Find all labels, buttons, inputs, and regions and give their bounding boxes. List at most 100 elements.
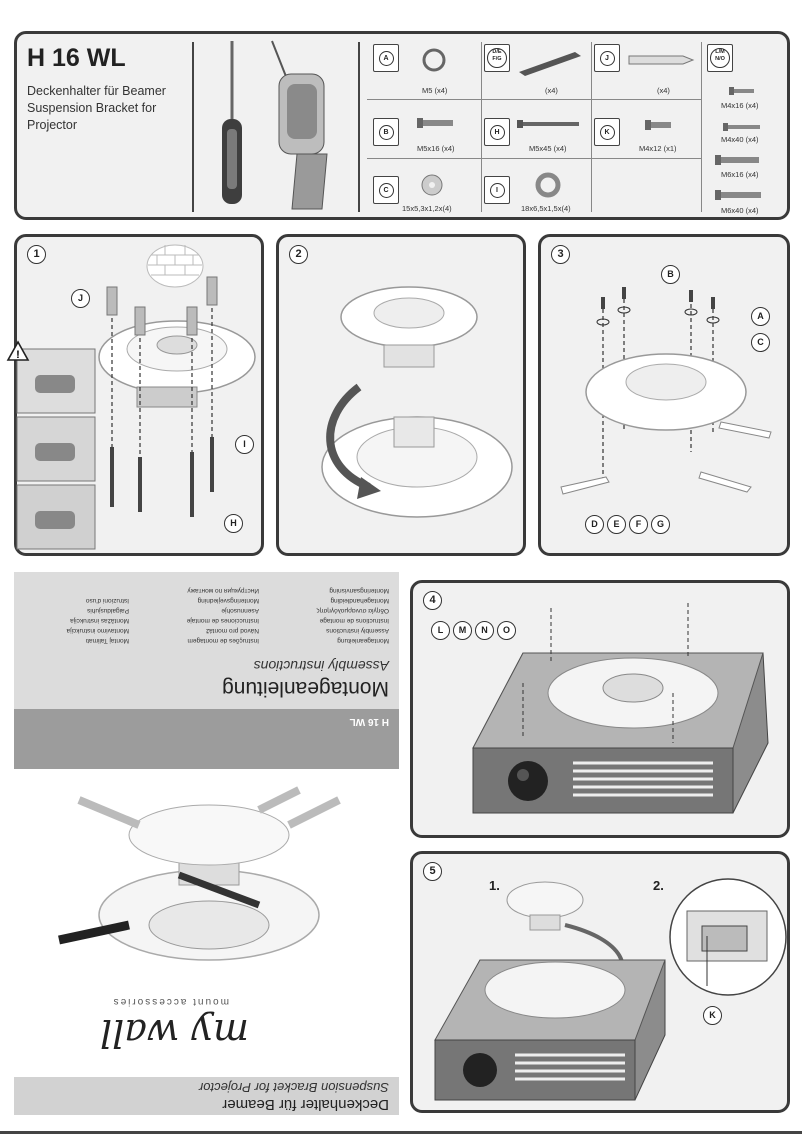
screw-icon [729, 87, 754, 95]
warning-icon: ! [6, 340, 30, 361]
cover-product-illustration [58, 786, 341, 961]
brand-logo: my wall [99, 1011, 249, 1055]
lang-item: Montagehandleiding [330, 597, 389, 604]
parts-grid-line [367, 158, 701, 159]
screw-icon [715, 190, 761, 200]
lang-item: Montaj Talimatı [85, 637, 129, 644]
part-qty-a: M5 (x4) [422, 86, 448, 95]
part-qty-i: 18x6,5x1,5x(4) [521, 204, 571, 213]
washer-icon [421, 174, 443, 196]
callout-j: J [71, 289, 90, 308]
callout-b: B [661, 265, 680, 284]
drill-steps-strip [16, 348, 96, 550]
part-bag-b: B [373, 118, 399, 146]
lang-item: Monteringsvejledning [197, 597, 259, 604]
lang-item: Instrucciones de montaje [186, 617, 259, 624]
step-1-panel: 1 ! [6, 234, 264, 556]
lang-item: Инструкция по монтажу [187, 587, 259, 594]
step-number: 2 [289, 245, 308, 264]
callout-n: N [475, 621, 494, 640]
part-bag-j: J [594, 44, 620, 72]
subtitle-en-1: Suspension Bracket for [27, 101, 157, 115]
cover-page: Deckenhalter für Beamer Suspension Brack… [14, 572, 399, 1115]
part-qty-c: 15x5,3x1,2x(4) [402, 204, 452, 213]
screw-icon [417, 118, 453, 128]
part-bag-h: H [484, 118, 510, 146]
lang-item: Asennusohje [221, 607, 259, 614]
callout-f: F [629, 515, 648, 534]
part-qty-m6x40: M6x40 (x4) [721, 206, 759, 215]
subtitle-de: Deckenhalter für Beamer [27, 84, 166, 98]
lang-item: Istruzioni d'uso [85, 597, 129, 604]
callout-l: L [431, 621, 450, 640]
screw-icon [723, 123, 760, 131]
bracket-illustration [98, 320, 256, 408]
step-5-panel: 5 1. 2. K [410, 851, 790, 1113]
callout-m: M [453, 621, 472, 640]
part-qty-m4x40: M4x40 (x4) [721, 135, 759, 144]
callout-k: K [703, 1006, 722, 1025]
part-qty-k: M4x12 (x1) [639, 144, 677, 153]
projector-mount-illustration [434, 881, 666, 1101]
part-bag-i: I [484, 176, 510, 204]
bracket-rotate-illustration [321, 286, 513, 518]
drill-icon [271, 40, 328, 210]
brand-tag: mount accessories [111, 996, 229, 1007]
parts-panel: H 16 WL Deckenhalter für Beamer Suspensi… [14, 31, 790, 220]
step-number: 5 [423, 862, 442, 881]
step-number: 1 [27, 245, 46, 264]
lang-item: Paigaldusjuhis [87, 607, 129, 614]
cover-title: Montageanleitung [222, 677, 389, 700]
screwdriver-icon [222, 41, 242, 204]
parts-grid-line [701, 42, 702, 212]
callout-d: D [585, 515, 604, 534]
bottom-rule [0, 1131, 802, 1134]
substep-1-label: 1. [489, 878, 500, 893]
part-bag-defg: D/E F/G [484, 44, 510, 72]
part-qty-m6x16: M6x16 (x4) [721, 170, 759, 179]
step-3-panel: 3 B A C D E F G [538, 234, 790, 556]
part-qty-defg: (x4) [545, 86, 558, 95]
substep-2-label: 2. [653, 878, 664, 893]
parts-grid-line [591, 42, 592, 212]
lang-col-2: Instruções de montagem Návod pro montáž … [187, 585, 259, 645]
lang-item: Montageanleitung [337, 637, 389, 644]
step-number: 4 [423, 591, 442, 610]
part-qty-j: (x4) [657, 86, 670, 95]
cover-product-en: Suspension Bracket for Projector [198, 1080, 389, 1095]
cover-product-de: Deckenhalter für Beamer [222, 1096, 389, 1113]
callout-a: A [751, 307, 770, 326]
part-bag-lmno: L/M N/O [707, 44, 733, 72]
callout-e: E [607, 515, 626, 534]
parts-grid-line [481, 42, 482, 212]
lang-item: Instruções de montagem [187, 637, 259, 644]
part-qty-h: M5x45 (x4) [529, 144, 567, 153]
cover-mid-band [14, 709, 399, 769]
step-2-panel: 2 [276, 234, 526, 556]
lang-item: Návod pro montáž [205, 627, 259, 634]
callout-i: I [235, 435, 254, 454]
projector-illustration [472, 603, 769, 814]
part-bag-c: C [373, 176, 399, 204]
lang-item: Instructions de montage [319, 617, 389, 624]
part-bag-k: K [594, 118, 620, 146]
cover-subtitle: Assembly instructions [253, 658, 389, 674]
callout-o: O [497, 621, 516, 640]
arm-icon [519, 52, 581, 76]
lang-item: Montavimo instrukcija [66, 627, 130, 634]
part-qty-b: M5x16 (x4) [417, 144, 455, 153]
divider [192, 42, 194, 212]
model-title: H 16 WL [27, 44, 126, 72]
lang-col-1: Montageanleitung Assembly instructions I… [317, 585, 389, 645]
wall-icon [146, 244, 204, 288]
lang-col-3: Montaj Talimatı Montavimo instrukcija Mo… [67, 595, 130, 645]
callout-g: G [651, 515, 670, 534]
screw-icon [645, 120, 671, 130]
bracket-arms-illustration [560, 287, 772, 495]
callout-h: H [224, 514, 243, 533]
lang-item: Οδηγία συναρμολόγησης [316, 607, 389, 614]
screw-icon [517, 120, 579, 128]
lang-item: Monteringsanvisning [329, 587, 389, 594]
step-4-panel: 4 L M N O [410, 580, 790, 838]
cover-band-model: H 16 WL [349, 716, 389, 727]
